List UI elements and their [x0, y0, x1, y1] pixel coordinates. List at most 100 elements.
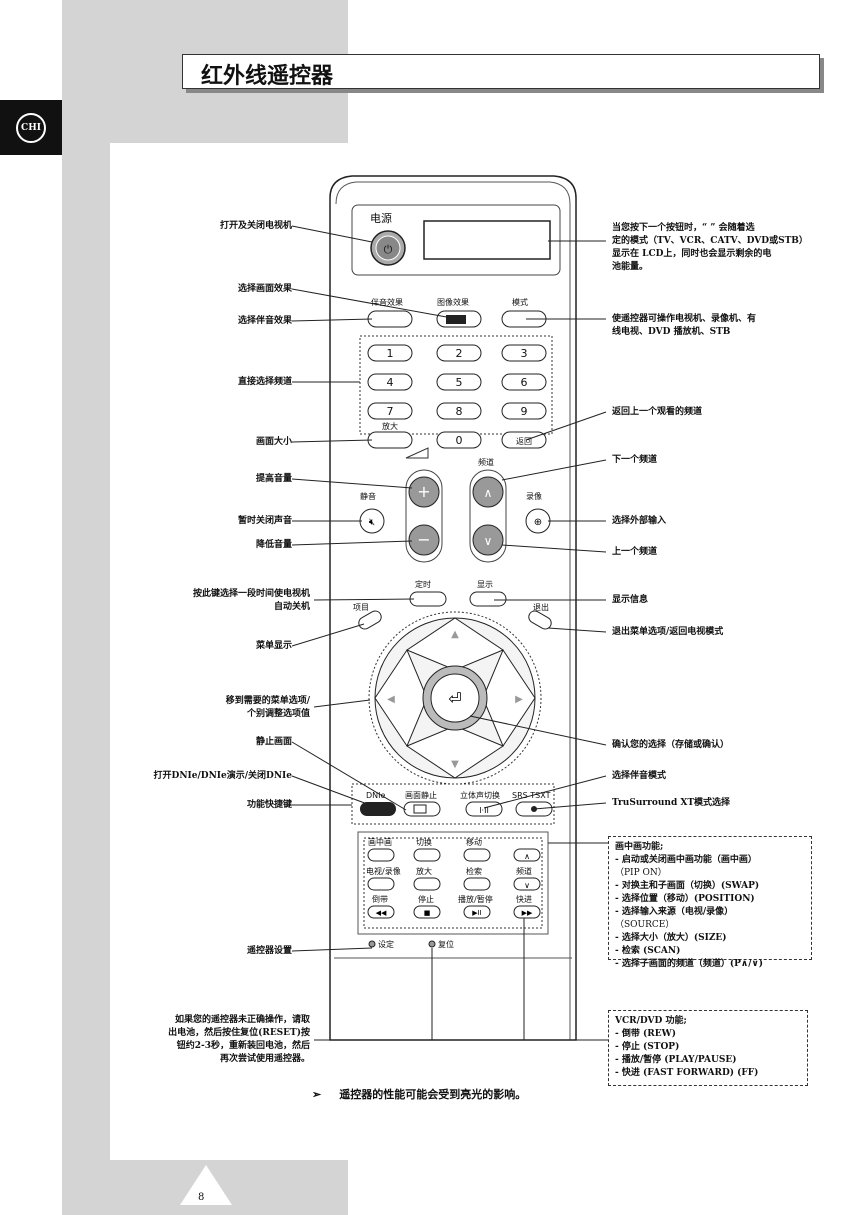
pip-item: - 选择位置（移动）(POSITION)	[615, 894, 755, 904]
srs-label: SRS TSXT	[512, 791, 551, 800]
channel-down-icon: ∨	[484, 534, 493, 548]
play-pause-label: 播放/暂停	[458, 894, 493, 904]
zoom-label: 放大	[382, 421, 398, 431]
page-title: 红外线遥控器	[201, 63, 334, 89]
pip-item: - 选择子画面的频道（频道）(P∧/∨)	[615, 959, 764, 969]
rew-icon: ◀◀	[376, 909, 387, 917]
stop-label: 停止	[418, 894, 434, 904]
page-number: 8	[198, 1192, 205, 1203]
volume-down-icon: −	[417, 530, 430, 549]
pip-heading: 画中画功能;	[615, 842, 664, 852]
tv-vcr-label: 电视/录像	[366, 866, 401, 876]
label-picture-effect: 选择画面效果	[237, 284, 292, 294]
label-lcd-info: 当您按下一个按钮时，“ ” 会随着选 定的模式（TV、VCR、CATV、DVD或…	[612, 223, 808, 272]
vcr-heading: VCR/DVD 功能;	[615, 1016, 687, 1026]
label-exit: 退出菜单选项/返回电视模式	[612, 627, 724, 637]
label-sound-mode: 选择伴音模式	[612, 771, 667, 781]
page-number-triangle	[180, 1165, 232, 1205]
record-label: 录像	[526, 491, 542, 501]
dnie-label: DNIe	[366, 791, 386, 800]
title-box: 红外线遥控器	[182, 54, 820, 89]
label-volume-up: 提高音量	[255, 474, 292, 484]
vcr-item: - 停止 (STOP)	[615, 1042, 680, 1052]
size-label: 放大	[416, 866, 432, 876]
label-channel-down: 上一个频道	[612, 547, 658, 557]
return-label: 返回	[516, 437, 532, 446]
picture-effect-label: 图像效果	[437, 297, 469, 307]
mode-label: 模式	[512, 297, 528, 307]
label-trusurround: TruSurround XT模式选择	[612, 798, 731, 808]
source-icon: ⊕	[534, 517, 542, 528]
pip-up-icon: ∧	[524, 852, 530, 861]
audio-effect-label: 伴音效果	[371, 297, 403, 307]
label-mute: 暂时关闭声音	[237, 516, 292, 526]
volume-up-icon: +	[417, 482, 430, 501]
digit-7: 7	[387, 405, 394, 418]
vcr-functions-box: VCR/DVD 功能; - 倒带 (REW) - 停止 (STOP) - 播放/…	[608, 1010, 808, 1086]
mute-label: 静音	[360, 491, 376, 501]
label-audio-effect: 选择伴音效果	[237, 316, 292, 326]
digit-4: 4	[387, 376, 394, 389]
move-label: 移动	[466, 837, 482, 847]
set-label: 设定	[378, 939, 394, 949]
label-navigation: 移到需要的菜单选项/ 个别调整选项值	[225, 696, 310, 719]
label-enter: 确认您的选择（存储或确认）	[612, 740, 730, 750]
arrow-right-icon: ▶	[515, 694, 523, 705]
menu-label: 项目	[353, 603, 369, 612]
label-function-keys: 功能快捷键	[246, 800, 292, 810]
label-remote-setup: 遥控器设置	[246, 946, 292, 956]
digit-2: 2	[456, 347, 463, 360]
language-badge: CHI	[16, 112, 46, 143]
pip-channel-label: 频道	[516, 866, 532, 876]
reset-label: 复位	[438, 939, 454, 949]
pip-item: - 选择输入来源（电视/录像）	[615, 907, 734, 917]
language-tab: CHI	[0, 100, 62, 155]
digit-1: 1	[387, 347, 394, 360]
label-power: 打开及关闭电视机	[219, 221, 292, 231]
timer-label: 定时	[415, 579, 431, 589]
pip-item: - 对换主和子画面（切换）(SWAP)	[615, 881, 760, 891]
stereo-label: 立体声切换	[460, 790, 500, 800]
pip-item: - 选择大小（放大）(SIZE)	[615, 933, 727, 943]
pip-label: 画中画	[368, 837, 392, 847]
channel-up-icon: ∧	[484, 486, 493, 500]
still-label: 画面静止	[405, 790, 437, 800]
play-pause-icon: ▶II	[472, 909, 482, 917]
label-source: 选择外部输入	[612, 516, 667, 526]
pip-functions-box: 画中画功能; - 启动或关闭画中画功能（画中画） （PIP ON） - 对换主和…	[608, 836, 812, 969]
channel-label: 频道	[478, 457, 494, 467]
arrow-left-icon: ◀	[387, 694, 395, 705]
label-picture-size: 画面大小	[255, 437, 292, 447]
enter-icon: ⏎	[448, 689, 461, 708]
note-text: 遥控器的性能可能会受到亮光的影响。	[339, 1088, 527, 1101]
mute-icon: 🔇︎	[369, 517, 375, 528]
digit-0: 0	[456, 434, 463, 447]
ff-icon: ▶▶	[522, 909, 533, 917]
arrow-down-icon: ▼	[451, 759, 459, 770]
vcr-item: - 播放/暂停 (PLAY/PAUSE)	[615, 1055, 737, 1065]
stop-icon: ■	[424, 909, 431, 917]
label-prev-channel: 返回上一个观看的频道	[612, 407, 703, 417]
label-mode: 使遥控器可操作电视机、录像机、有 线电视、DVD 播放机、STB	[612, 314, 757, 337]
label-menu: 菜单显示	[255, 641, 292, 651]
label-dnie: 打开DNIe/DNIe演示/关闭DNIe	[153, 771, 292, 781]
vcr-item: - 快进 (FAST FORWARD) (FF)	[615, 1068, 759, 1078]
power-icon: ⏻	[384, 243, 393, 256]
gray-side-strip	[62, 0, 110, 1215]
pip-item: - 启动或关闭画中画功能（画中画）	[615, 855, 757, 865]
label-info: 显示信息	[612, 595, 649, 605]
exit-label: 退出	[533, 602, 549, 612]
pip-item: （SOURCE）	[615, 920, 675, 930]
label-volume-down: 降低音量	[255, 540, 292, 550]
arrow-up-icon: ▲	[451, 629, 459, 640]
ff-label: 快进	[516, 894, 532, 904]
label-direct-channel: 直接选择频道	[237, 377, 292, 387]
label-sleep-timer: 按此键选择一段时间使电视机 自动关机	[192, 589, 310, 612]
digit-6: 6	[521, 376, 528, 389]
arrow-bullet-icon: ➢	[312, 1088, 322, 1101]
digit-5: 5	[456, 376, 463, 389]
stereo-symbol: I·II	[479, 806, 489, 815]
swap-label: 切换	[416, 837, 432, 847]
label-channel-up: 下一个频道	[612, 455, 658, 465]
